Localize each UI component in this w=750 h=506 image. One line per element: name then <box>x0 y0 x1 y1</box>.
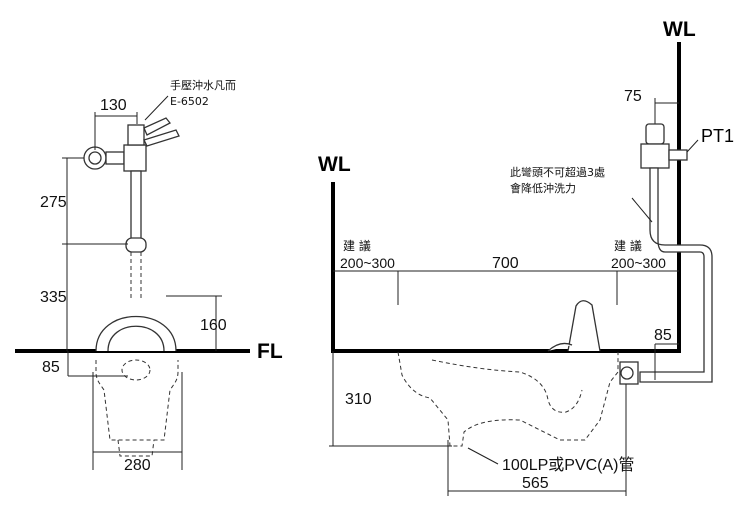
suggest-left-range: 200~300 <box>340 255 395 271</box>
front-view: FL 手壓沖水凡而 E-6502 130 275 335 <box>15 78 283 474</box>
side-view: WL WL 75 PT1 此彎頭不可超過3處 會降低沖洗力 建 議 200~30… <box>318 18 734 496</box>
dim-85-left: 85 <box>42 359 60 376</box>
dim-565: 565 <box>522 475 549 492</box>
suggest-left-title: 建 議 <box>343 239 371 253</box>
dim-160: 160 <box>200 317 227 334</box>
dim-85-right: 85 <box>654 327 672 344</box>
wall-label-right: WL <box>663 18 696 41</box>
bend-note: 此彎頭不可超過3處 <box>510 165 605 179</box>
dim-280: 280 <box>124 457 151 474</box>
toilet-bowl-front <box>95 315 179 457</box>
pt1-label: PT1 <box>701 126 734 146</box>
dim-310: 310 <box>345 391 372 408</box>
flush-valve <box>83 117 180 253</box>
pipe-label: 100LP或PVC(A)管 <box>502 456 635 474</box>
flush-valve-side <box>619 123 713 385</box>
valve-label: 手壓沖水凡而 <box>170 78 236 92</box>
dim-700: 700 <box>492 255 519 272</box>
dim-335: 335 <box>40 289 67 306</box>
valve-model: E-6502 <box>170 95 209 108</box>
dim-130: 130 <box>100 97 127 114</box>
bend-note-2: 會降低沖洗力 <box>510 181 576 195</box>
toilet-bowl-side <box>397 300 619 447</box>
suggest-right-title: 建 議 <box>614 239 642 253</box>
dim-75: 75 <box>624 88 642 105</box>
dim-275: 275 <box>40 194 67 211</box>
wall-label-left: WL <box>318 153 351 176</box>
floor-label: FL <box>257 340 283 363</box>
suggest-right-range: 200~300 <box>611 255 666 271</box>
